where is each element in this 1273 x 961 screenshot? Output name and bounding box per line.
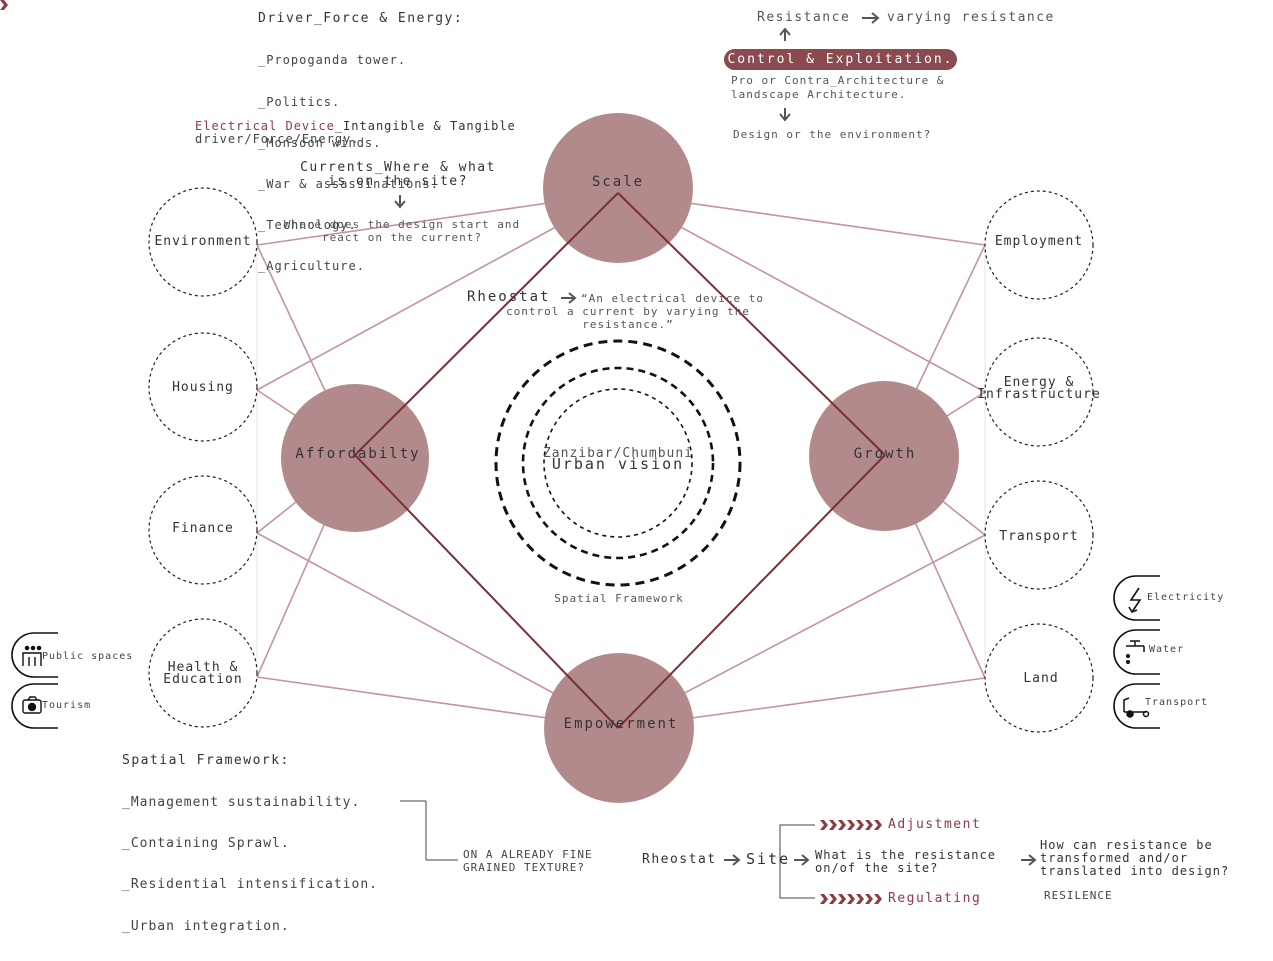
energy-label-line2: Infrastructure <box>977 387 1101 402</box>
land-circle <box>984 623 1094 733</box>
housing-label: Housing <box>172 380 234 395</box>
health-label-line1: Health & <box>167 660 239 675</box>
driver-title: Driver_Force & Energy: <box>258 11 464 26</box>
health-circle <box>148 618 258 728</box>
flow-rheostat: Rheostat <box>642 852 717 867</box>
land-label: Land <box>1023 671 1059 686</box>
adjustment-chevrons <box>820 820 882 830</box>
rheostat-def-line2: control a current by varying the <box>506 305 750 318</box>
employment-circle <box>984 190 1094 300</box>
employment-label: Employment <box>994 234 1084 249</box>
flow-adjustment: Adjustment <box>888 817 982 832</box>
diagram-graphics <box>0 0 1160 904</box>
pro-contra-line2: landscape Architecture. <box>731 88 907 101</box>
urban-vision-label: Urban vision <box>551 455 685 473</box>
electrical-device-highlight: Electrical Device <box>195 119 335 133</box>
driver-item: _Agriculture. <box>258 258 365 273</box>
right-dashed-circles <box>984 190 1094 733</box>
driver-item: _Propoganda tower. <box>258 53 407 68</box>
legend-tourism: Tourism <box>42 700 92 711</box>
driver-item: _War & assassinations. <box>258 176 439 191</box>
faucet-icon <box>1125 640 1145 665</box>
rheostat-def-line3: resistance.” <box>582 318 674 331</box>
rheostat-def-line1: “An electrical device to <box>581 292 764 305</box>
scale-label: Scale <box>591 174 645 190</box>
transport-label: Transport <box>999 529 1079 544</box>
bracket-lines <box>400 800 815 899</box>
currents-question-line1: Where does the design start and <box>283 218 521 231</box>
health-label-line2: Education <box>163 672 243 687</box>
currents-line1: Currents_Where & what <box>300 160 496 175</box>
vehicle-icon <box>1123 697 1150 718</box>
spatial-title: Spatial Framework: <box>122 753 290 768</box>
regulating-chevrons <box>820 894 882 904</box>
energy-label-line1: Energy & <box>1003 375 1075 390</box>
energy-circle <box>984 337 1094 447</box>
flow-how-line2: transformed and/or <box>1040 851 1189 865</box>
affordability-label: Affordabilty <box>295 446 421 462</box>
lightning-icon <box>1128 587 1142 613</box>
camera-icon <box>22 696 42 714</box>
legend-right-arcs <box>1113 575 1160 729</box>
legend-water: Water <box>1149 644 1185 655</box>
affordability-circle <box>281 384 429 532</box>
flow-resilience: RESILENCE <box>1044 889 1113 902</box>
legend-public-spaces: Public spaces <box>42 651 134 662</box>
currents-question-line2: react on the current? <box>321 231 483 244</box>
spatial-item: _Urban integration. <box>122 918 290 934</box>
driver-list: _Propoganda tower. _Politics. _Monsoon w… <box>258 27 439 301</box>
spatial-framework-caption: Spatial Framework <box>554 592 684 605</box>
flow-how-line1: How can resistance be <box>1040 838 1213 852</box>
control-exploitation-pill: Control & Exploitation. <box>724 49 957 70</box>
spatial-item: _Containing Sprawl. <box>122 835 290 851</box>
spatial-item: _Management sustainability. <box>122 794 361 810</box>
environment-circle <box>148 187 258 297</box>
urban-vision-rings <box>494 339 742 587</box>
left-dashed-circles <box>148 187 258 728</box>
electrical-device-line1: Electrical Device_Intangible & Tangible <box>195 120 516 133</box>
fine-grained-note-line2: GRAINED TEXTURE? <box>463 861 585 874</box>
finance-label: Finance <box>172 521 234 536</box>
chevrons <box>0 0 8 10</box>
flow-question-line1: What is the resistance <box>815 848 996 862</box>
flow-how-line3: translated into design? <box>1040 864 1230 878</box>
electrical-device-rest: _Intangible & Tangible <box>334 119 516 133</box>
driver-item: _Technology. <box>258 217 357 232</box>
legend-left-arcs <box>11 632 58 729</box>
spatial-item: _Residential intensification. <box>122 877 378 893</box>
electrical-device-line2: driver/Force/Energy. <box>195 132 360 146</box>
currents-line2: is on the site? <box>328 174 468 189</box>
place-label: Zanzibar/Chumbuni <box>542 446 694 461</box>
driver-item: _Politics. <box>258 94 341 109</box>
rheostat-label: Rheostat <box>467 289 551 305</box>
housing-circle <box>148 332 258 442</box>
fine-grained-note-line1: ON A ALREADY FINE <box>463 848 593 861</box>
empowerment-label: Empowerment <box>563 716 679 732</box>
rheostat-diagram: Scale Affordabilty Growth Empowerment En… <box>0 0 1230 933</box>
legend-electricity: Electricity <box>1147 592 1225 603</box>
finance-circle <box>148 475 258 585</box>
design-question: Design or the environment? <box>733 128 932 141</box>
people-icon <box>22 645 42 666</box>
spatial-list: _Management sustainability. _Containing … <box>122 768 378 961</box>
diamond-lines <box>354 192 886 729</box>
transport-circle <box>984 480 1094 590</box>
scale-circle <box>543 113 693 263</box>
environment-label: Environment <box>154 234 252 249</box>
arrows <box>394 12 1037 866</box>
legend-transport: Transport <box>1145 697 1209 708</box>
flow-regulating: Regulating <box>888 891 982 906</box>
flow-site: Site <box>746 850 791 868</box>
varying-resistance-label: varying resistance <box>887 10 1055 25</box>
driver-item: _Monsoon winds. <box>258 135 382 150</box>
resistance-label: Resistance <box>757 10 851 25</box>
growth-label: Growth <box>853 446 917 462</box>
flow-question-line2: on/of the site? <box>815 861 939 875</box>
pro-contra-line1: Pro or Contra_Architecture & <box>731 74 945 87</box>
